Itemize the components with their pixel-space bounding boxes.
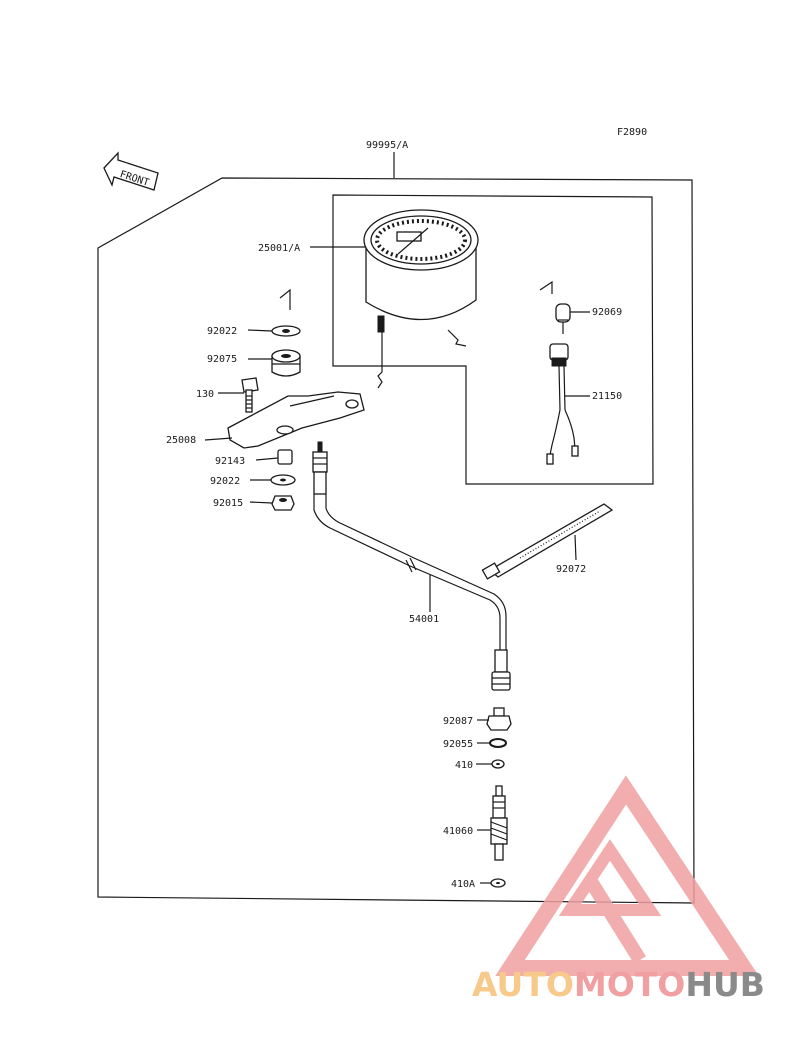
collar-part	[277, 449, 293, 465]
bolt-part	[241, 377, 259, 413]
label-assembly: 99995/A	[366, 140, 408, 151]
leader-collar	[255, 457, 279, 461]
watermark-logo	[495, 775, 759, 976]
label-washer-410a: 410A	[451, 879, 475, 890]
figure-code: F2890	[617, 127, 647, 138]
label-bulb: 92069	[592, 307, 622, 318]
meter-break-mark	[447, 329, 467, 347]
label-washer-top: 92022	[207, 326, 237, 337]
damper-part	[271, 349, 301, 377]
speedometer-cable-part	[312, 441, 511, 691]
meter-box-outline	[332, 194, 654, 485]
assembly-outline	[97, 177, 695, 904]
leader-nut	[249, 501, 273, 504]
speedometer-meter	[363, 209, 479, 389]
band-part	[481, 503, 614, 580]
break-mark-left	[279, 288, 291, 310]
label-gear: 41060	[443, 826, 473, 837]
break-mark-right	[539, 280, 553, 294]
bushing-part	[486, 707, 512, 731]
nut-part	[271, 495, 295, 511]
label-oring: 92055	[443, 739, 473, 750]
leader-washer-top	[247, 329, 273, 332]
washer-410a-part	[490, 878, 506, 888]
washer-410-part	[491, 759, 505, 769]
front-arrow-icon: FRONT	[103, 151, 159, 191]
label-damper: 92075	[207, 354, 237, 365]
label-meter: 25001/A	[258, 243, 300, 254]
label-washer-410: 410	[455, 760, 473, 771]
socket-harness-part	[546, 343, 579, 465]
label-nut: 92015	[213, 498, 243, 509]
pinion-gear-part	[490, 785, 508, 861]
label-bushing: 92087	[443, 716, 473, 727]
label-washer-low: 92022	[210, 476, 240, 487]
washer-top-part	[271, 325, 301, 337]
label-band: 92072	[556, 564, 586, 575]
label-bolt: 130	[196, 389, 214, 400]
watermark-text: AUTOMOTOHUB	[472, 965, 765, 1004]
label-bracket: 25008	[166, 435, 196, 446]
label-cable: 54001	[409, 614, 439, 625]
leader-bracket	[204, 437, 233, 441]
label-collar: 92143	[215, 456, 245, 467]
label-socket: 21150	[592, 391, 622, 402]
washer-low-part	[270, 474, 296, 486]
bracket-part	[227, 391, 365, 449]
leader-band	[574, 534, 577, 561]
oring-part	[489, 738, 507, 748]
bulb-part	[555, 303, 571, 334]
